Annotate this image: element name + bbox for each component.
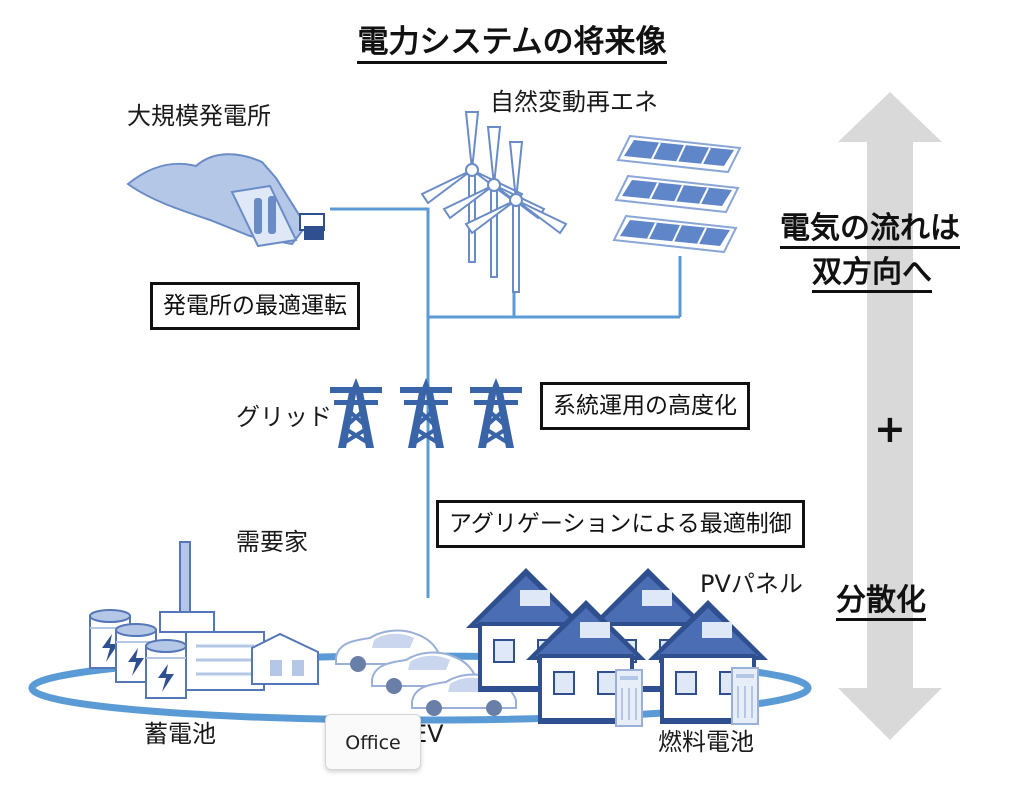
label-demand: 需要家 [236, 528, 308, 556]
side-flow-line2: 双方向へ [812, 255, 932, 293]
box-aggregation: アグリゲーションによる最適制御 [436, 500, 805, 548]
label-pv-panel: PVパネル [700, 570, 803, 598]
solar-panel-icon [613, 135, 741, 253]
office-tooltip[interactable]: Office [325, 714, 421, 770]
bidirectional-arrow [838, 92, 942, 740]
label-grid: グリッド [236, 403, 332, 431]
box-plant-operation: 発電所の最適運転 [150, 282, 360, 330]
label-large-plant: 大規模発電所 [127, 102, 271, 130]
wind-turbine-icon [421, 111, 567, 293]
side-flow-line1: 電気の流れは [780, 211, 960, 249]
power-lines [330, 207, 682, 598]
side-plus: + [874, 407, 906, 451]
page-title: 電力システムの将来像 [0, 22, 1024, 64]
label-storage-battery: 蓄電池 [144, 720, 216, 748]
label-fuel-cell: 燃料電池 [658, 728, 754, 756]
power-plant-icon [126, 153, 325, 248]
box-grid-advanced: 系統運用の高度化 [540, 382, 750, 430]
side-decentral: 分散化 [836, 583, 926, 621]
label-renewables: 自然変動再エネ [490, 88, 658, 116]
transmission-tower-icon [328, 376, 524, 450]
